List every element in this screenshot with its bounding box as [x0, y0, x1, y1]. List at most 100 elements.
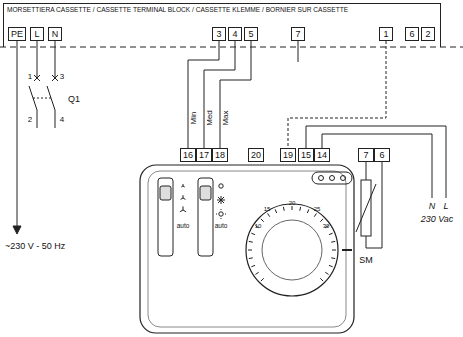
fan-blade: [183, 210, 186, 212]
terminal: 7: [291, 27, 305, 41]
terminal-number: 20: [251, 150, 261, 160]
terminal: 14: [314, 148, 330, 162]
l-wire: [37, 41, 38, 78]
terminal-number: 19: [283, 150, 293, 160]
fan-blade: [183, 186, 185, 187]
terminal: N: [48, 27, 62, 41]
dial-tick: [248, 250, 252, 251]
fan-slider: [158, 178, 173, 256]
dial-number: 10: [255, 223, 262, 229]
terminal: 7: [358, 148, 374, 162]
terminal: 1: [379, 27, 393, 41]
terminal-number: 4: [232, 29, 237, 39]
terminal-number: 2: [425, 29, 430, 39]
pe-wire: [17, 41, 18, 228]
breaker-link: [33, 98, 51, 99]
terminal-number: N: [52, 29, 59, 39]
pole-number: 4: [60, 116, 64, 124]
dial-tick: [255, 272, 258, 274]
supply-label: ~230 V - 50 Hz: [5, 242, 65, 251]
cool-symbol: [217, 196, 225, 204]
terminal-number: 6: [379, 150, 384, 160]
dial-tick: [299, 207, 301, 211]
slider-knob: [160, 186, 171, 200]
wire-label: Max: [222, 109, 230, 126]
terminal-number: 18: [215, 150, 225, 160]
mode-slider: [198, 178, 213, 256]
dial-tick: [283, 207, 285, 211]
block-title: MORSETTIERA CASSETTE / CASSETTE TERMINAL…: [7, 6, 348, 13]
terminal-block: MORSETTIERA CASSETTE / CASSETTE TERMINAL…: [3, 3, 441, 47]
dial-tick: [275, 209, 277, 213]
fan-blade: [180, 210, 183, 212]
control-wire: [288, 41, 386, 148]
off-symbol: [219, 184, 223, 188]
dial-tick: [249, 257, 253, 259]
setpoint-dial: [246, 204, 338, 296]
dial-tick: [292, 206, 293, 210]
terminal: 2: [421, 27, 435, 41]
dial-tick: [261, 278, 264, 281]
terminal: 17: [196, 148, 212, 162]
led-panel: [312, 172, 352, 184]
dial-knob: [262, 220, 322, 280]
terminal-stub: [298, 41, 299, 62]
terminal: 3: [212, 27, 226, 41]
terminal-number: L: [34, 29, 39, 39]
wire-name: N: [429, 202, 436, 211]
terminal: 16: [180, 148, 196, 162]
wire-name: L: [443, 202, 448, 211]
dial-tick: [314, 213, 316, 216]
pole-number: 3: [60, 73, 64, 81]
terminal: 6: [405, 27, 419, 41]
dial-tick: [320, 219, 323, 222]
dial-tick: [320, 278, 323, 281]
dial-tick: [261, 219, 264, 222]
dial-tick: [325, 272, 328, 274]
terminal-number: 3: [216, 29, 221, 39]
cassette-boundary: [0, 47, 463, 48]
dial-tick: [307, 209, 309, 213]
n-wire: [55, 41, 56, 78]
pole-number: 1: [28, 73, 32, 81]
terminal: 15: [298, 148, 314, 162]
terminal-number: 7: [363, 150, 368, 160]
resistor-arrow: [356, 184, 376, 232]
supply-label: 230 Vac: [421, 215, 454, 224]
switch-label: auto: [177, 223, 190, 230]
terminal: 5: [244, 27, 258, 41]
device-tag: Q1: [68, 95, 80, 104]
l-wire: [37, 110, 38, 128]
breaker-contact: [34, 75, 40, 81]
sensor-wire: [366, 162, 382, 248]
dial-tick: [251, 233, 255, 235]
led: [319, 176, 324, 181]
breaker-contact: [52, 75, 58, 81]
pole-number: 2: [28, 116, 32, 124]
terminal: 6: [374, 148, 390, 162]
terminal: 18: [212, 148, 228, 162]
wire-label: Med: [206, 109, 214, 127]
dial-tick: [332, 250, 336, 251]
dial-tick: [268, 213, 270, 216]
dial-tick: [331, 257, 335, 259]
heat-symbol: [219, 212, 223, 216]
terminal-number: 16: [183, 150, 193, 160]
dial-tick: [329, 265, 333, 267]
dial-tick: [329, 233, 333, 235]
n-wire: [55, 110, 56, 128]
terminal: 20: [248, 148, 264, 162]
fan-blade: [183, 206, 184, 210]
led: [341, 176, 346, 181]
sensor-wire: [366, 162, 367, 180]
terminal: 19: [280, 148, 296, 162]
dial-number: 25: [314, 206, 321, 212]
terminal-number: PE: [11, 29, 23, 39]
terminal-number: 17: [199, 150, 209, 160]
fan-blade: [183, 195, 184, 198]
dial-number: 15: [264, 206, 271, 212]
thermostat-front: [148, 171, 346, 327]
wire-label: Min: [190, 111, 198, 126]
